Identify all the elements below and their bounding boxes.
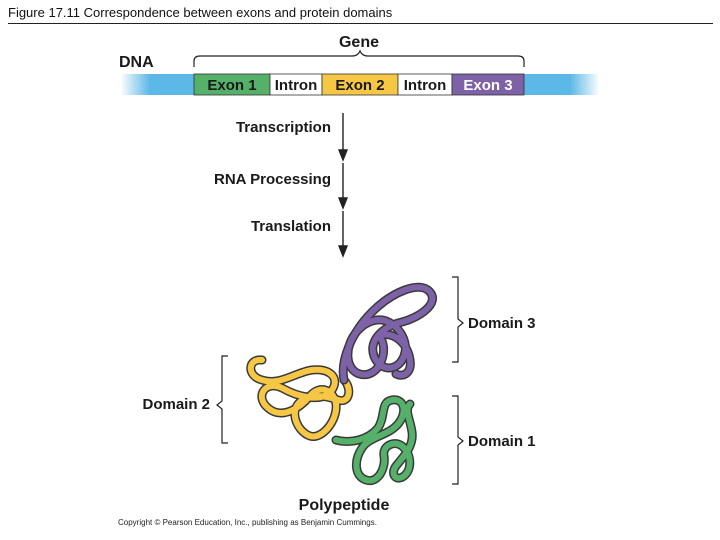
figure-title: Figure 17.11 Correspondence between exon…	[8, 4, 713, 24]
dna-fade-left	[120, 73, 150, 96]
polypeptide-illustration	[246, 282, 437, 486]
domain-2-coil	[246, 355, 354, 441]
gene-brace	[193, 49, 525, 67]
segment-exon-3-label: Exon 3	[463, 77, 512, 94]
segment-exon-3	[451, 73, 525, 96]
segment-exon-1-label: Exon 1	[207, 77, 256, 94]
domain-3-label: Domain 3	[468, 315, 536, 332]
polypeptide-label: Polypeptide	[299, 497, 390, 514]
step-translation: Translation	[251, 218, 331, 235]
arrow-translation-head	[337, 245, 349, 258]
process-arrows	[337, 113, 349, 258]
domain-1-bracket	[452, 395, 464, 485]
domain-2-label: Domain 2	[142, 396, 210, 413]
step-rna-processing: RNA Processing	[214, 171, 331, 188]
domain-1-label: Domain 1	[468, 433, 536, 450]
domain-3-coil	[338, 282, 437, 385]
domain-2-coil-fill	[247, 356, 352, 440]
arrow-rna-processing-head	[337, 197, 349, 210]
segment-intron-2-label: Intron	[404, 77, 447, 94]
gene-label: Gene	[339, 34, 379, 51]
step-transcription: Transcription	[236, 119, 331, 136]
dna-label: DNA	[119, 54, 154, 71]
gene-segments: Exon 1 Intron Exon 2 Intron Exon 3	[193, 73, 525, 96]
copyright-notice: Copyright © Pearson Education, Inc., pub…	[118, 518, 377, 527]
segment-exon-2-label: Exon 2	[335, 77, 384, 94]
domain-3-bracket	[452, 276, 464, 363]
domain-1-coil	[331, 395, 417, 486]
domain-2-bracket	[216, 355, 228, 444]
domain-3-coil-fill	[340, 284, 436, 383]
arrow-transcription-head	[337, 149, 349, 162]
dna-fade-right	[570, 73, 600, 96]
domain-1-coil-fill	[333, 396, 416, 484]
segment-intron-1-label: Intron	[275, 77, 318, 94]
